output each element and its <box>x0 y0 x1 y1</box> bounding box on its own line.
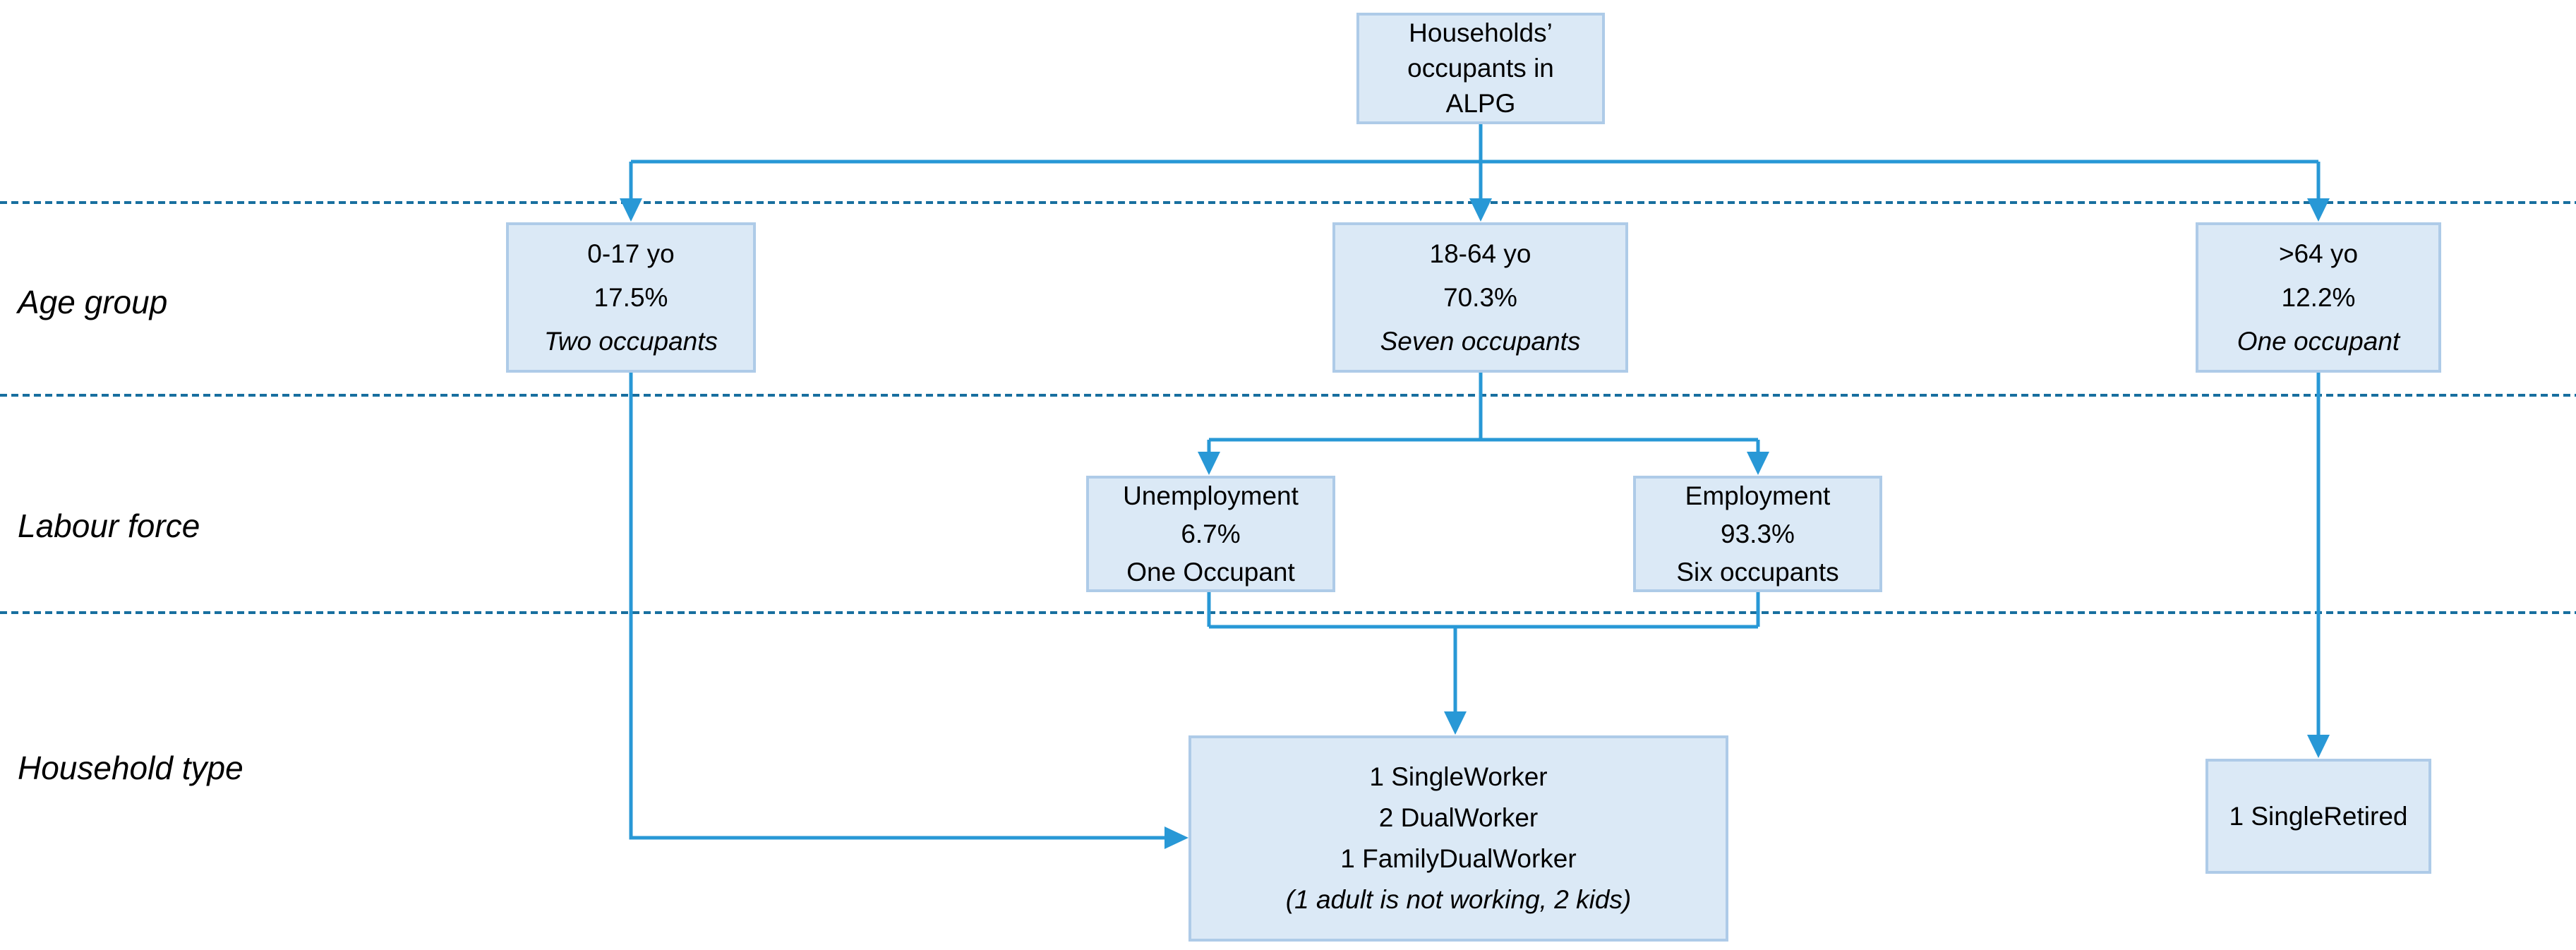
root-box-households-occupants: Households’ occupants in ALPG <box>1356 13 1605 124</box>
labour-status-label: Employment <box>1685 481 1831 510</box>
root-box-line: ALPG <box>1445 89 1516 118</box>
arrowhead-into-single-retired-icon <box>2307 735 2330 758</box>
labour-share-value: 6.7% <box>1181 519 1241 548</box>
arrowhead-into-age-over-64-icon <box>2307 198 2330 222</box>
household-type-line: 1 FamilyDualWorker <box>1340 844 1577 873</box>
age-share-value: 17.5% <box>594 282 668 312</box>
row-label-household-type: Household type <box>18 750 243 786</box>
root-box-line: Households’ <box>1409 18 1553 47</box>
edge-age-0-17-to-household-types <box>629 373 1164 840</box>
labour-share-value: 93.3% <box>1721 519 1795 548</box>
age-18-64-box: 18-64 yo 70.3% Seven occupants <box>1332 222 1628 373</box>
age-share-value: 70.3% <box>1443 282 1517 312</box>
age-occupants-note: Two occupants <box>543 326 718 356</box>
labour-occupants-note: One Occupant <box>1126 557 1295 587</box>
arrowhead-into-unemployment-icon <box>1198 452 1220 475</box>
age-0-17-box: 0-17 yo 17.5% Two occupants <box>506 222 756 373</box>
labour-occupants-note: Six occupants <box>1676 557 1839 587</box>
age-range-label: 0-17 yo <box>587 239 675 268</box>
age-range-label: >64 yo <box>2278 239 2359 268</box>
arrowhead-into-household-types-icon <box>1444 711 1467 735</box>
arrowhead-into-age-0-17-icon <box>620 198 642 222</box>
unemployment-box: Unemployment 6.7% One Occupant <box>1086 476 1335 592</box>
root-box-line: occupants in <box>1407 54 1554 83</box>
row-label-age-group: Age group <box>18 284 168 320</box>
arrowhead-into-age-18-64-icon <box>1469 198 1492 222</box>
household-type-line: 1 SingleWorker <box>1369 762 1548 791</box>
household-types-box: 1 SingleWorker 2 DualWorker 1 FamilyDual… <box>1188 735 1728 942</box>
arrowhead-into-employment-icon <box>1747 452 1769 475</box>
household-type-note: (1 adult is not working, 2 kids) <box>1285 885 1632 914</box>
age-over-64-box: >64 yo 12.2% One occupant <box>2196 222 2441 373</box>
labour-status-label: Unemployment <box>1123 481 1299 510</box>
single-retired-box: 1 SingleRetired <box>2205 759 2431 874</box>
household-type-line: 2 DualWorker <box>1378 803 1539 832</box>
employment-box: Employment 93.3% Six occupants <box>1633 476 1882 592</box>
arrowhead-right-into-household-types-icon <box>1164 826 1188 849</box>
age-range-label: 18-64 yo <box>1429 239 1531 268</box>
household-type-line: 1 SingleRetired <box>2229 802 2408 831</box>
age-share-value: 12.2% <box>2281 282 2356 312</box>
age-occupants-note: One occupant <box>2237 326 2400 356</box>
row-label-labour-force: Labour force <box>18 507 200 544</box>
age-occupants-note: Seven occupants <box>1380 326 1581 356</box>
